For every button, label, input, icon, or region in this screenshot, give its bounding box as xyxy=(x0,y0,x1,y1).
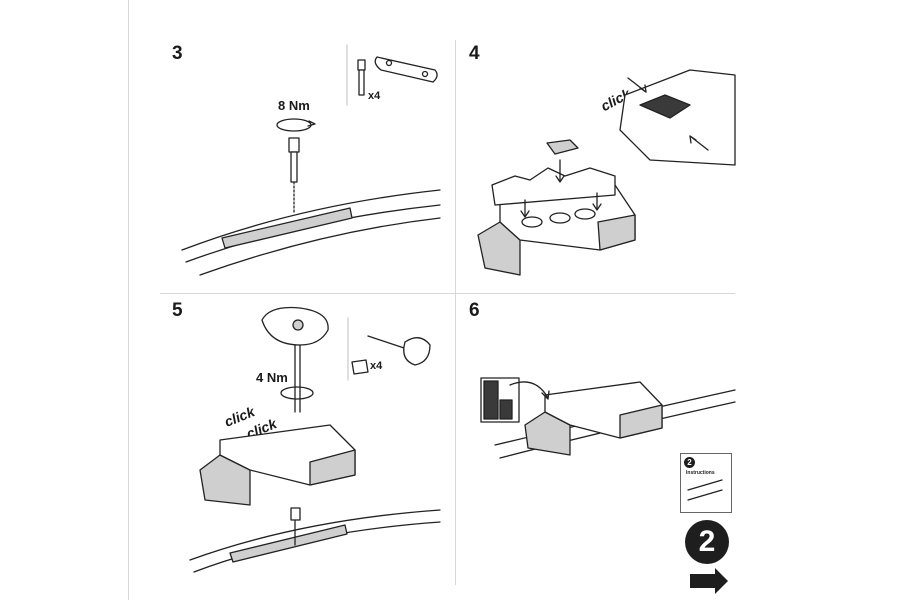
step-6-art xyxy=(480,377,736,594)
step-5-number: 5 xyxy=(172,300,183,321)
step-4-art xyxy=(477,69,736,276)
step-3-art xyxy=(181,44,441,276)
step-5-torque: 4 Nm xyxy=(256,370,288,385)
next-step-badge: 2 xyxy=(685,520,729,564)
step-3-torque: 8 Nm xyxy=(278,98,310,113)
step-3-qty: x4 xyxy=(368,90,381,102)
divider-center xyxy=(455,40,456,585)
step-4-number: 4 xyxy=(469,43,480,64)
divider-middle xyxy=(160,293,735,294)
step-5-qty: x4 xyxy=(370,360,383,372)
divider-left xyxy=(128,0,129,600)
step-3-number: 3 xyxy=(172,43,183,64)
step-5-art xyxy=(189,306,441,573)
mini-instructions-booklet: 2 Instructions xyxy=(680,453,732,513)
rotate-arrow-icon xyxy=(307,120,316,127)
arrow-right-icon xyxy=(690,568,728,594)
mini-instructions-number: 2 xyxy=(684,457,695,468)
step-6-number: 6 xyxy=(469,300,480,321)
mini-instructions-title: Instructions xyxy=(686,470,715,476)
